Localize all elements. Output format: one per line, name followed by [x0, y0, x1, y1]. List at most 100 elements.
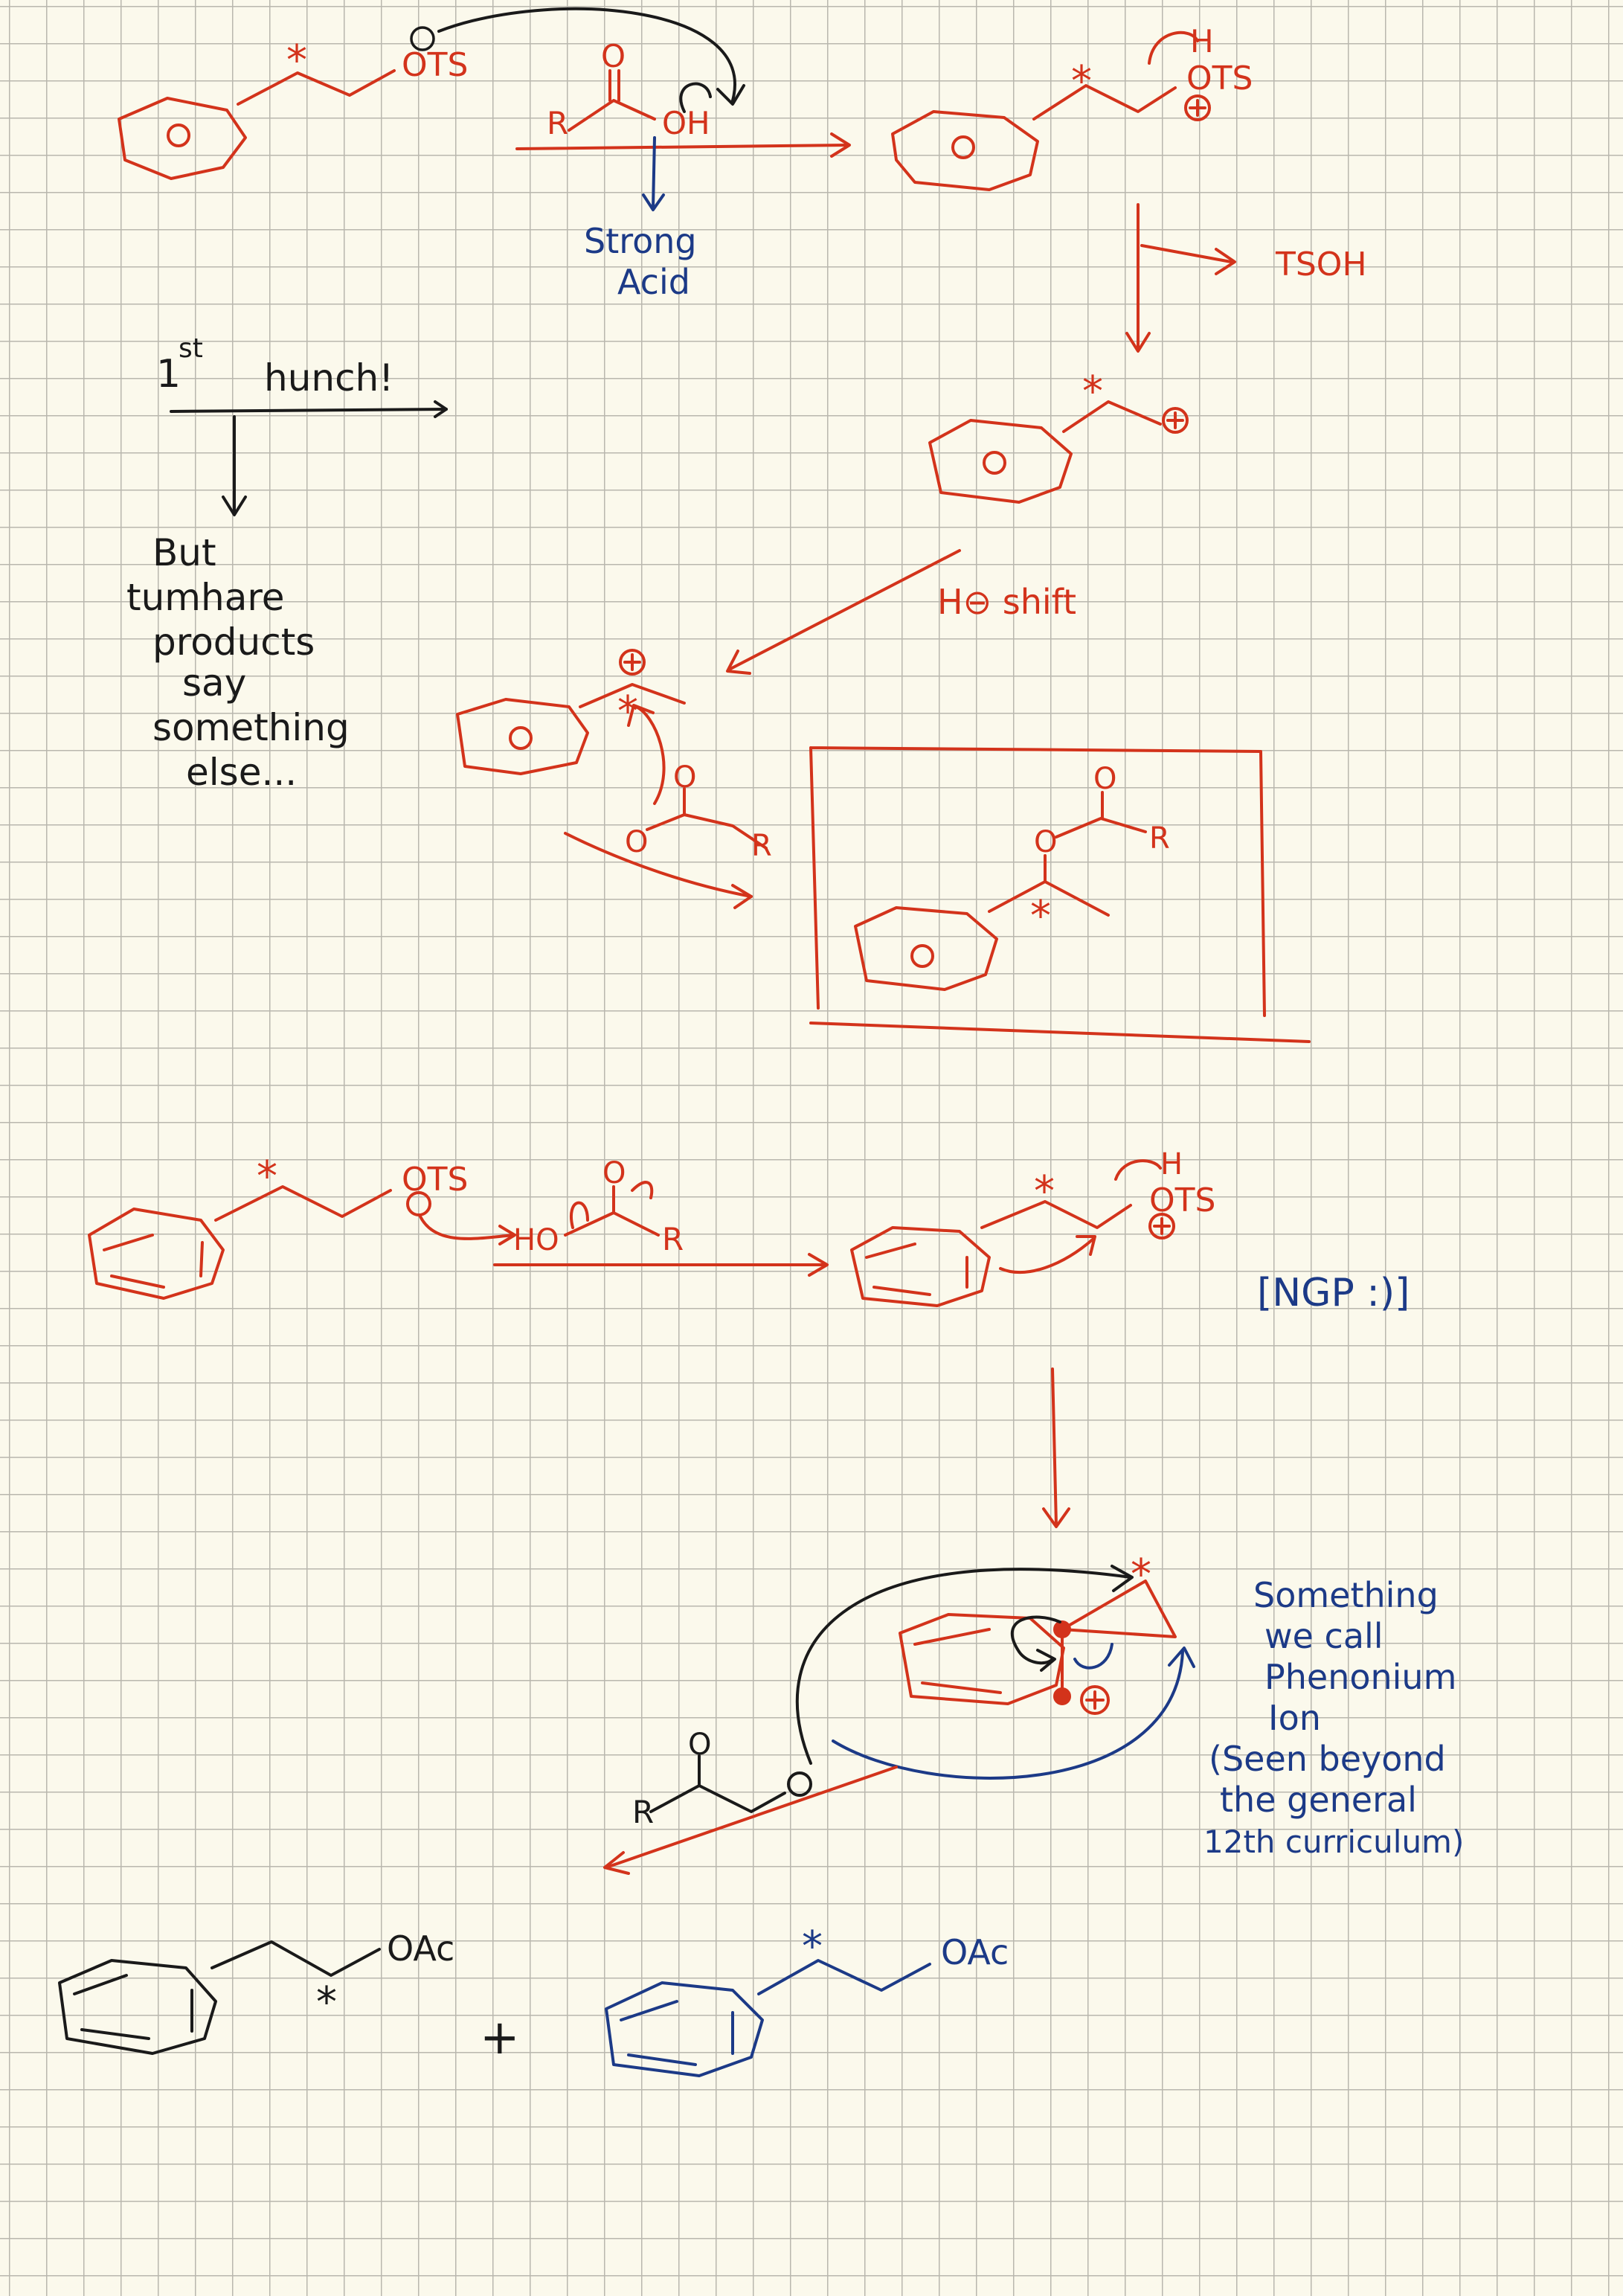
ring-double-bond [872, 1286, 931, 1296]
benzene-ring [891, 110, 1039, 191]
benzene-ring [456, 698, 589, 775]
acetate-nucleophile-2: O R [632, 1565, 1134, 1830]
reaction-arrow-3 [493, 1253, 829, 1277]
carbon-dot [1053, 1620, 1071, 1638]
hunch-arrow-line [170, 408, 448, 413]
phenonium-line-3: Phenonium [1264, 1657, 1456, 1697]
ring-double-bond [865, 1242, 916, 1259]
reaction-arrow-5 [603, 1766, 898, 1875]
reaction-arrow-1 [515, 132, 851, 158]
ring-double-bond [921, 1681, 1002, 1694]
hydride-shift-arrow [726, 549, 961, 675]
ring-double-bond [103, 1234, 154, 1251]
plus-sign [1189, 99, 1206, 117]
star-label: * [1082, 368, 1103, 416]
plus-sign [1085, 1690, 1105, 1710]
plus-sign [1153, 1217, 1171, 1235]
oxygen-arrow [631, 1181, 654, 1199]
hunch-line-6: else... [186, 751, 297, 794]
star-label: * [1131, 1551, 1151, 1599]
product-r-label: R [1149, 821, 1170, 856]
strong-acid-line-2: Acid [617, 262, 690, 302]
carboxylic-acid: R O OH [547, 38, 710, 141]
carbon-chain [1062, 400, 1162, 433]
acid-oh-label: OH [662, 105, 710, 141]
phenonium-line-5: (Seen beyond [1209, 1739, 1446, 1779]
black-attack-arrow [795, 1568, 1132, 1765]
carbon-dot [1053, 1687, 1071, 1705]
carbon-chain [980, 1200, 1132, 1229]
three-ring [1061, 1580, 1177, 1638]
ester-product-box: O O R * [809, 746, 1311, 1043]
hunch-line-2: tumhare [126, 576, 285, 619]
acid-o-label: O [601, 38, 626, 74]
proton-label: H [1160, 1147, 1183, 1181]
star-label: * [1030, 892, 1051, 940]
star-label: * [617, 687, 638, 736]
ring-circle [951, 135, 975, 159]
hunch-superscript: st [179, 333, 203, 364]
ring-double-bond [80, 2028, 150, 2040]
ring-double-bond [627, 2053, 697, 2066]
ngp-label: [NGP :)] [1257, 1271, 1410, 1315]
acetate-nucleophile: O O R [564, 704, 772, 909]
blue-attack-arrow [832, 1650, 1184, 1780]
benzene-ring [88, 1208, 225, 1300]
acetate-o-label: O [673, 760, 696, 795]
arrowhead [1036, 1649, 1056, 1672]
benzene-ring [928, 419, 1073, 504]
o-minus [787, 1771, 812, 1797]
star-label: * [802, 1923, 823, 1971]
protonated-tosylate: * H OTS [891, 23, 1253, 191]
proton-label: H [1190, 23, 1214, 60]
lone-pair-attack-arrow [410, 7, 745, 113]
reaction-arrow-4 [1042, 1367, 1070, 1528]
blue-bond-arrow [1073, 1643, 1113, 1670]
nucleophile-o-label: O [688, 1728, 711, 1762]
ring-circle [983, 451, 1006, 475]
hunch-line-5: something [152, 706, 350, 749]
nucleophile-r-label: R [632, 1794, 654, 1830]
arrowhead [1111, 1565, 1134, 1592]
arrowhead [1076, 1235, 1096, 1256]
arrowhead [716, 84, 745, 106]
proton-arrow [570, 1201, 589, 1229]
curved-arrow [419, 1215, 515, 1240]
plus-charge [619, 649, 646, 676]
acetate-bonds [649, 1784, 786, 1813]
acid-r-label: R [547, 105, 568, 141]
carbon-chain [757, 1959, 931, 1995]
carbon-chain [579, 683, 686, 708]
phenonium-ion: * [899, 1551, 1177, 1715]
carboxylic-acid-2: HO O R [513, 1156, 684, 1257]
hunch-word: hunch! [264, 356, 393, 400]
attack-arrow [634, 705, 666, 805]
ngp-arrow [999, 1237, 1095, 1274]
plus-sign [1166, 411, 1184, 429]
product-1: * OAc [58, 1928, 454, 2055]
plus-charge [1080, 1685, 1110, 1715]
scheme-2: * OTS HO O R * H [58, 1147, 1464, 2077]
lone-pair [406, 1191, 431, 1216]
hunch-line-4: say [182, 661, 246, 705]
benzene-ring [899, 1613, 1065, 1705]
star-label: * [1071, 57, 1092, 106]
hunch-arrowhead [434, 400, 448, 418]
protonated-tosylate-2: * H OTS [850, 1147, 1215, 1307]
curved-arrow [437, 7, 736, 102]
ring-circle [910, 944, 934, 968]
ring-double-bond [913, 1628, 991, 1646]
ring-circle [509, 726, 533, 750]
star-label: * [257, 1152, 277, 1201]
strong-acid-line-1: Strong [584, 221, 697, 261]
phenonium-line-2: we call [1264, 1616, 1383, 1656]
phenonium-line-1: Something [1253, 1575, 1439, 1615]
hydride-shift-label: H⊖ shift [937, 582, 1076, 622]
ring-circle [167, 124, 190, 147]
bond-break-arrow [1148, 31, 1199, 65]
product1-oac-label: OAc [387, 1928, 454, 1969]
carbon-chain [237, 69, 396, 106]
ring-double-bond [199, 1241, 204, 1277]
plus-sign: + [480, 2010, 520, 2065]
